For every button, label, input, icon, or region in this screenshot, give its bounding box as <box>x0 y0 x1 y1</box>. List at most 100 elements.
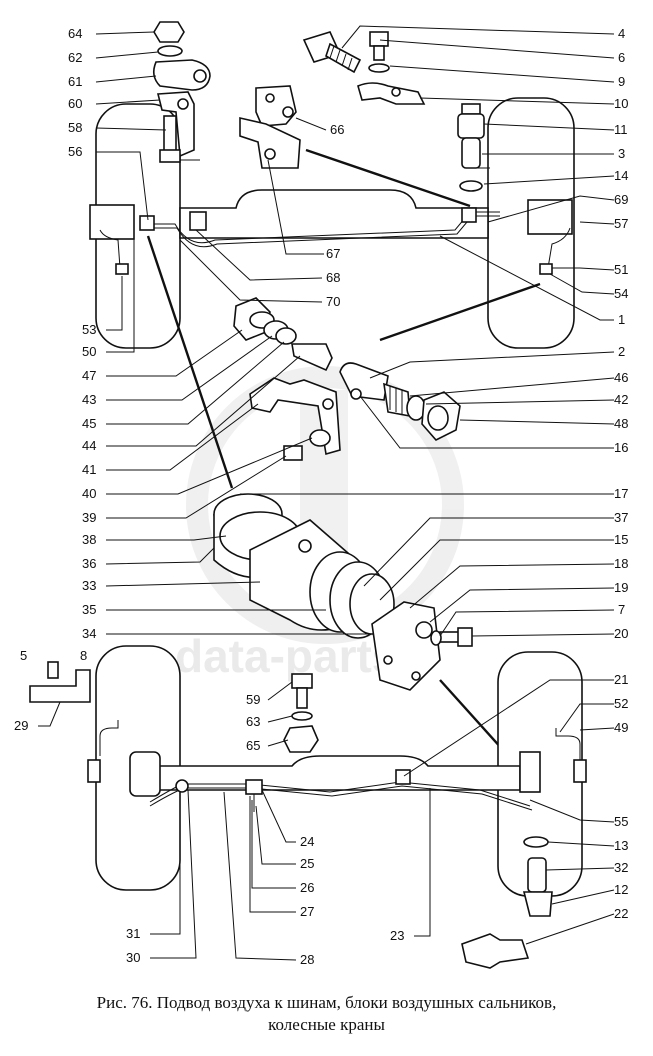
ring-45 <box>275 327 297 345</box>
leader-11 <box>483 123 615 131</box>
leader-60 <box>95 99 161 105</box>
washer-62 <box>157 45 183 57</box>
fitting-31 <box>175 779 189 793</box>
leader-45 <box>106 341 285 425</box>
callout-42: 42 <box>614 392 628 407</box>
nut-65 <box>283 725 319 753</box>
leader-12 <box>551 889 615 905</box>
front-axle-assembly <box>89 97 575 349</box>
leader-58 <box>95 127 167 131</box>
callout-5: 5 <box>20 648 27 663</box>
callout-30: 30 <box>126 950 140 965</box>
leader-68 <box>195 229 323 281</box>
housing-33-port <box>298 539 312 553</box>
callout-54: 54 <box>614 286 628 301</box>
callout-58: 58 <box>68 120 82 135</box>
leader-65 <box>267 739 289 747</box>
leader-67 <box>267 159 324 255</box>
leader-50 <box>106 238 135 353</box>
spring-46-coils <box>389 386 403 414</box>
leader-38 <box>106 535 227 541</box>
callout-67: 67 <box>326 246 340 261</box>
leader-62 <box>95 51 159 59</box>
callout-70: 70 <box>326 294 340 309</box>
leader-40 <box>106 437 313 495</box>
callout-17: 17 <box>614 486 628 501</box>
leader-4 <box>341 25 615 49</box>
bracket-66-hole-2 <box>265 93 275 103</box>
leader-7 <box>439 609 615 637</box>
callout-44: 44 <box>82 438 96 453</box>
bolt-6-shank <box>373 45 385 61</box>
leader-6 <box>379 39 615 59</box>
washer-13 <box>523 836 549 848</box>
leader-63 <box>267 715 293 723</box>
callout-8: 8 <box>80 648 87 663</box>
leader-69 <box>487 195 615 223</box>
callout-37: 37 <box>614 510 628 525</box>
callout-3: 3 <box>618 146 625 161</box>
leader-59 <box>267 681 293 701</box>
leader-55 <box>529 799 615 823</box>
callout-36: 36 <box>82 556 96 571</box>
bolt-58-head <box>159 149 181 163</box>
callout-56: 56 <box>68 144 82 159</box>
callout-65: 65 <box>246 738 260 753</box>
front-air-line-2 <box>150 215 500 248</box>
callout-39: 39 <box>82 510 96 525</box>
callout-34: 34 <box>82 626 96 641</box>
callout-28: 28 <box>300 952 314 967</box>
callout-59: 59 <box>246 692 260 707</box>
callout-29: 29 <box>14 718 28 733</box>
front-right-hose <box>547 227 571 269</box>
callout-6: 6 <box>618 50 625 65</box>
callout-41: 41 <box>82 462 96 477</box>
nut-64 <box>153 21 185 43</box>
leader-9 <box>389 65 615 83</box>
callout-11: 11 <box>614 122 628 137</box>
callout-13: 13 <box>614 838 628 853</box>
leader-51 <box>552 267 615 271</box>
leader-21 <box>403 679 614 777</box>
rear-right-valve <box>573 759 587 783</box>
front-left-hub <box>89 204 135 240</box>
callout-19: 19 <box>614 580 628 595</box>
callout-14: 14 <box>614 168 628 183</box>
callout-45: 45 <box>82 416 96 431</box>
callout-55: 55 <box>614 814 628 829</box>
leader-23 <box>414 788 431 937</box>
hose-22 <box>461 933 530 969</box>
callout-60: 60 <box>68 96 82 111</box>
clamp-61-hole <box>193 69 207 83</box>
leader-31 <box>150 792 181 935</box>
callout-7: 7 <box>618 602 625 617</box>
callout-50: 50 <box>82 344 96 359</box>
bracket-41-hole <box>322 398 334 410</box>
front-right-valve <box>539 263 553 275</box>
leader-1 <box>439 235 614 321</box>
callout-48: 48 <box>614 416 628 431</box>
rear-right-hose <box>555 728 581 760</box>
leader-44 <box>106 355 301 447</box>
valve-11-cap <box>461 103 481 115</box>
callout-66: 66 <box>330 122 344 137</box>
callout-23: 23 <box>390 928 404 943</box>
tube-29 <box>29 669 91 703</box>
nut-48-face <box>427 405 449 431</box>
leader-29 <box>38 701 61 727</box>
leader-43 <box>106 335 273 401</box>
rear-left-hub <box>129 751 161 797</box>
front-left-hose <box>99 229 121 269</box>
callout-25: 25 <box>300 856 314 871</box>
washer-7 <box>430 630 442 646</box>
leader-46 <box>409 377 615 397</box>
flange-18-hole-2 <box>411 671 421 681</box>
leader-28 <box>223 791 297 961</box>
valve-11-body <box>457 113 485 139</box>
rear-left-hose <box>99 720 119 756</box>
ref-line-56 <box>146 235 234 489</box>
leader-26 <box>251 800 296 889</box>
callout-33: 33 <box>82 578 96 593</box>
callout-51: 51 <box>614 262 628 277</box>
ref-line-66 <box>305 148 471 208</box>
